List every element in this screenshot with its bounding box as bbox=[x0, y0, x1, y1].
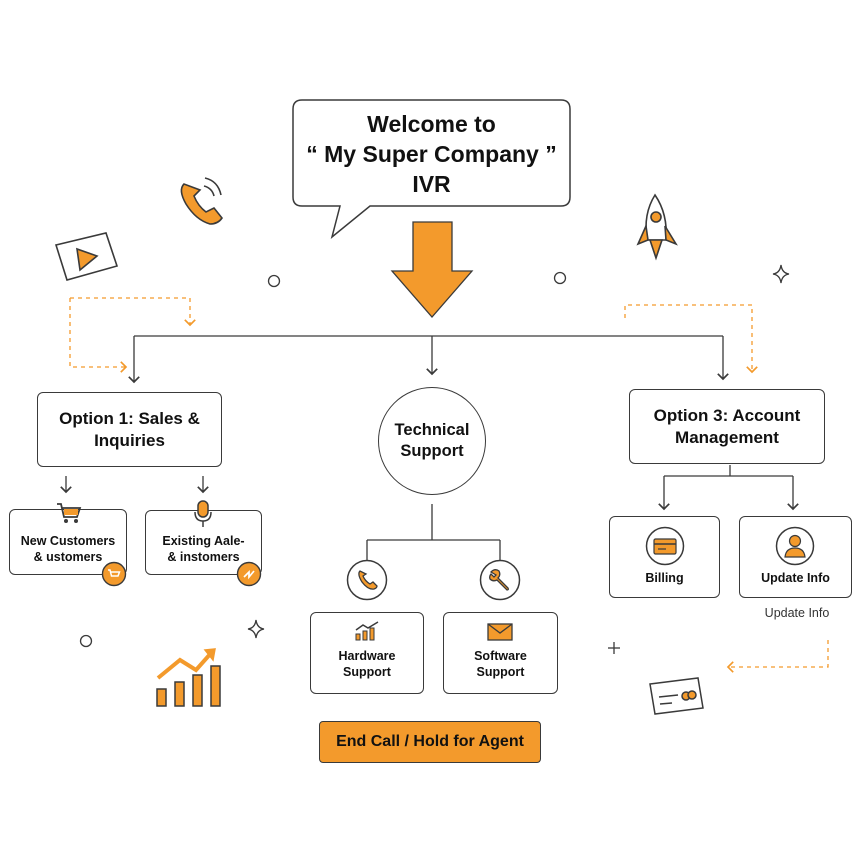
dashed-decor-right bbox=[624, 304, 829, 673]
technical-child-lines bbox=[366, 504, 501, 560]
sparkle-icon bbox=[247, 619, 265, 639]
rocket-icon bbox=[636, 193, 678, 261]
mail-icon bbox=[487, 623, 513, 641]
decor-circle bbox=[267, 274, 281, 288]
growth-chart-icon bbox=[355, 621, 379, 641]
option-sales-node[interactable]: Option 1: Sales & Inquiries bbox=[37, 392, 222, 467]
technical-line-1: Technical bbox=[394, 421, 470, 439]
phone-ringing-icon bbox=[180, 177, 223, 225]
billing-label: Billing bbox=[645, 571, 684, 585]
decor-circle bbox=[553, 271, 567, 285]
user-icon bbox=[775, 526, 815, 566]
shopping-cart-badge-icon bbox=[101, 561, 127, 587]
main-branch-lines bbox=[128, 335, 729, 384]
sparkle-icon bbox=[772, 264, 790, 284]
option-sales-line-2: Inquiries bbox=[94, 430, 165, 450]
welcome-line-3: IVR bbox=[412, 170, 451, 197]
credit-card-icon bbox=[649, 677, 704, 715]
new-customers-line-2: & ustomers bbox=[33, 550, 103, 564]
plus-icon bbox=[608, 642, 620, 654]
microphone-icon bbox=[194, 500, 212, 527]
technical-line-2: Support bbox=[400, 442, 464, 460]
update-info-label: Update Info bbox=[761, 571, 830, 585]
account-child-lines bbox=[658, 465, 799, 511]
hardware-line-1: Hardware bbox=[338, 649, 396, 663]
technical-support-node[interactable]: Technical Support bbox=[378, 387, 486, 495]
existing-line-2: & instomers bbox=[167, 549, 240, 564]
speech-bubble-shape bbox=[292, 99, 571, 239]
decor-circle bbox=[79, 634, 93, 648]
shopping-cart-icon bbox=[57, 503, 82, 523]
video-play-icon bbox=[54, 232, 119, 281]
option-account-line-2: Management bbox=[675, 427, 779, 447]
phone-icon bbox=[346, 559, 388, 601]
software-line-1: Software bbox=[474, 649, 527, 663]
welcome-line-1: Welcome to bbox=[367, 110, 496, 137]
option-sales-line-1: Option 1: Sales & bbox=[59, 408, 200, 428]
dashed-decor-left bbox=[69, 297, 196, 373]
welcome-line-2: “ My Super Company ” bbox=[306, 140, 557, 167]
welcome-bubble: Welcome to “ My Super Company ” IVR bbox=[293, 100, 570, 207]
software-line-2: Support bbox=[476, 665, 525, 679]
existing-line-1: Existing Aale- bbox=[162, 533, 245, 548]
option-account-node[interactable]: Option 3: Account Management bbox=[629, 389, 825, 464]
sales-child-arrows bbox=[60, 476, 209, 494]
hardware-line-2: Support bbox=[343, 665, 391, 679]
update-info-caption: Update Info bbox=[764, 606, 830, 620]
main-down-arrow bbox=[390, 221, 474, 318]
arrow-badge-icon bbox=[236, 561, 262, 587]
option-account-line-1: Option 3: Account bbox=[653, 405, 801, 425]
bar-chart-arrow-icon bbox=[156, 648, 221, 707]
new-customers-line-1: New Customers bbox=[20, 534, 116, 548]
wrench-icon bbox=[479, 559, 521, 601]
hardware-support-node[interactable]: Hardware Support bbox=[310, 612, 424, 694]
end-call-button[interactable]: End Call / Hold for Agent bbox=[319, 721, 541, 763]
billing-card-icon bbox=[645, 526, 685, 566]
